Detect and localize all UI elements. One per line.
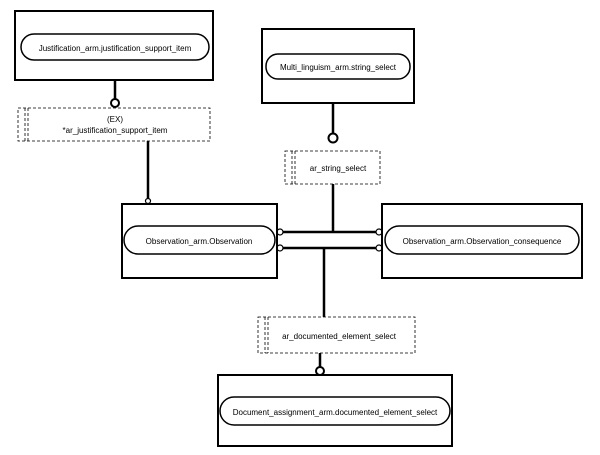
entity-label-pill bbox=[20, 33, 210, 61]
relation-label-line2: *ar_justification_support_item bbox=[63, 126, 168, 135]
relation-ar-documented-element-select[interactable]: ar_documented_element_select bbox=[257, 316, 416, 354]
entity-label-pill bbox=[219, 396, 451, 426]
relation-ar-string-select[interactable]: ar_string_select bbox=[284, 150, 381, 185]
relation-label: ar_documented_element_select bbox=[282, 332, 397, 341]
connector-endpoint-circle bbox=[315, 366, 325, 376]
entity-label-pill bbox=[384, 225, 580, 255]
entity-label-pill bbox=[123, 225, 276, 255]
entity-label: Observation_arm.Observation_consequence bbox=[403, 237, 562, 246]
entity-label-pill bbox=[265, 53, 411, 80]
entity-label: Document_assignment_arm.documented_eleme… bbox=[233, 408, 438, 417]
connector-endpoint-circle bbox=[327, 132, 339, 144]
entity-label: Justification_arm.justification_support_… bbox=[39, 44, 192, 53]
relation-label-line1: (EX) bbox=[107, 115, 123, 124]
entity-label: Multi_linguism_arm.string_select bbox=[280, 63, 397, 72]
relation-label: ar_string_select bbox=[310, 164, 367, 173]
entity-string-select[interactable]: Multi_linguism_arm.string_select bbox=[261, 28, 415, 104]
connector-endpoint-circle bbox=[144, 197, 152, 205]
connector-endpoint-circle bbox=[110, 98, 120, 108]
entity-documented-element-select[interactable]: Document_assignment_arm.documented_eleme… bbox=[217, 374, 453, 447]
relation-ar-justification-support-item[interactable]: (EX) *ar_justification_support_item bbox=[17, 107, 211, 142]
entity-observation-consequence[interactable]: Observation_arm.Observation_consequence bbox=[381, 203, 583, 279]
entity-justification-support-item[interactable]: Justification_arm.justification_support_… bbox=[14, 10, 214, 81]
entity-observation[interactable]: Observation_arm.Observation bbox=[121, 203, 278, 279]
entity-label: Observation_arm.Observation bbox=[146, 237, 253, 246]
